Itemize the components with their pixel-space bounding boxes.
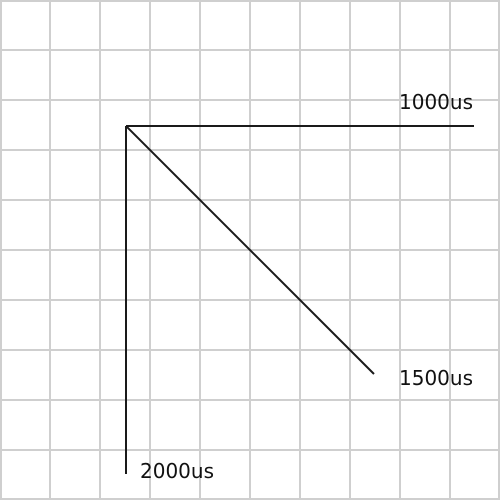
- label-diagonal: 1500us: [399, 366, 473, 390]
- rays: [125, 125, 474, 474]
- label-horizontal: 1000us: [399, 90, 473, 114]
- ray-diagonal: [125, 125, 375, 375]
- labels: 1000us 1500us 2000us: [140, 90, 473, 483]
- label-vertical: 2000us: [140, 459, 214, 483]
